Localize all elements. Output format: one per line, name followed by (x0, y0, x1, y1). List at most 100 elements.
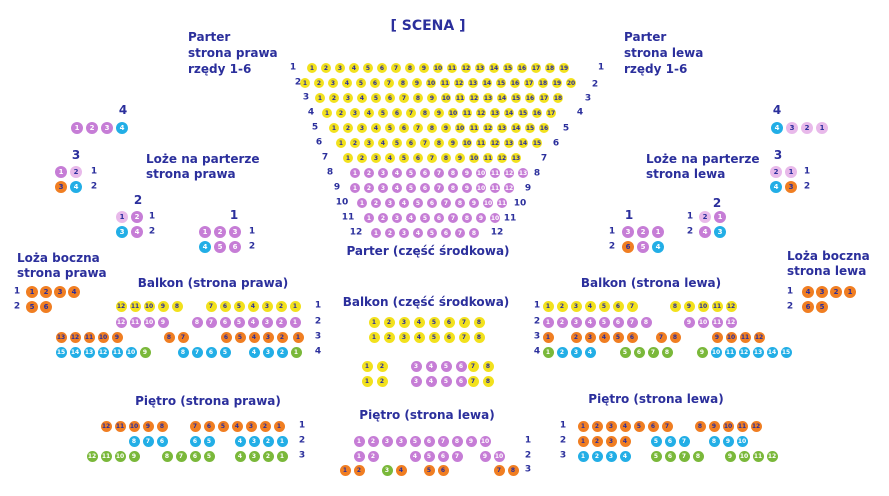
seat-parter-row-11-4[interactable]: 4 (406, 213, 416, 223)
seat-parter-row-4-16[interactable]: 16 (532, 108, 542, 118)
seat-parter-row-10-9[interactable]: 9 (469, 198, 479, 208)
seat-parter-row-5-10[interactable]: 10 (455, 123, 465, 133)
seat-balkon-left-r3c-7[interactable]: 7 (655, 331, 667, 343)
seat-parter-row-3-4[interactable]: 4 (357, 93, 367, 103)
seat-parter-row-9-7[interactable]: 7 (434, 183, 444, 193)
seat-balkon-right-r1a-11[interactable]: 11 (129, 300, 141, 312)
seat-parter-row-2-4[interactable]: 4 (342, 78, 352, 88)
seat-pietro-right-r1b-5[interactable]: 5 (217, 420, 229, 432)
seat-balkon-right-r3a-9[interactable]: 9 (111, 331, 123, 343)
seat-parter-row-7-10[interactable]: 10 (469, 153, 479, 163)
seat-parter-row-2-10[interactable]: 10 (426, 78, 436, 88)
seat-balkon-right-r1a-9[interactable]: 9 (157, 300, 169, 312)
seat-balkon-right-r2b-1[interactable]: 1 (289, 316, 301, 328)
seat-parter-row-1-17[interactable]: 17 (531, 63, 541, 73)
seat-pietro-center-r1-3[interactable]: 3 (395, 435, 407, 447)
seat-balkon-center-r1-3[interactable]: 3 (398, 316, 410, 328)
seat-box-right-2a-1[interactable]: 1 (116, 211, 128, 223)
seat-parter-row-7-3[interactable]: 3 (371, 153, 381, 163)
seat-pietro-center-r3c-5[interactable]: 5 (423, 464, 435, 476)
seat-parter-row-10-11[interactable]: 11 (497, 198, 507, 208)
seat-balkon-center-r4b-3[interactable]: 3 (410, 375, 422, 387)
seat-pietro-right-r1a-9[interactable]: 9 (142, 420, 154, 432)
seat-balkon-right-r3a-13[interactable]: 13 (55, 331, 67, 343)
seat-pietro-left-r3b-7[interactable]: 7 (678, 450, 690, 462)
seat-box-right-3b-4[interactable]: 4 (70, 181, 82, 193)
seat-parter-row-5-13[interactable]: 13 (497, 123, 507, 133)
seat-balkon-left-r1b-11[interactable]: 11 (711, 300, 723, 312)
seat-pietro-right-r2c-1[interactable]: 1 (276, 435, 288, 447)
seat-parter-row-12-2[interactable]: 2 (385, 228, 395, 238)
seat-balkon-center-r2-4[interactable]: 4 (413, 331, 425, 343)
seat-box-right-1a-3[interactable]: 3 (229, 226, 241, 238)
seat-balkon-right-r3c-5[interactable]: 5 (234, 331, 246, 343)
seat-parter-row-2-15[interactable]: 15 (496, 78, 506, 88)
seat-box-left-1b-4[interactable]: 4 (652, 241, 664, 253)
seat-pietro-left-r2c-9[interactable]: 9 (722, 435, 734, 447)
seat-balkon-left-r3b-3[interactable]: 3 (584, 331, 596, 343)
seat-balkon-right-r4c-1[interactable]: 1 (290, 346, 302, 358)
seat-parter-row-2-9[interactable]: 9 (412, 78, 422, 88)
seat-parter-row-4-14[interactable]: 14 (504, 108, 514, 118)
seat-parter-row-8-11[interactable]: 11 (490, 168, 500, 178)
seat-balkon-right-r4c-2[interactable]: 2 (276, 346, 288, 358)
seat-balkon-center-r3c-8[interactable]: 8 (482, 360, 494, 372)
seat-pietro-left-r2b-6[interactable]: 6 (664, 435, 676, 447)
seat-parter-row-1-16[interactable]: 16 (517, 63, 527, 73)
seat-parter-row-10-2[interactable]: 2 (371, 198, 381, 208)
seat-parter-row-1-2[interactable]: 2 (321, 63, 331, 73)
seat-balkon-left-r4b-7[interactable]: 7 (647, 346, 659, 358)
seat-balkon-right-r2a-10[interactable]: 10 (143, 316, 155, 328)
seat-parter-row-11-2[interactable]: 2 (378, 213, 388, 223)
seat-pietro-left-r1b-8[interactable]: 8 (694, 420, 706, 432)
seat-balkon-right-r2a-12[interactable]: 12 (115, 316, 127, 328)
seat-pietro-left-r2c-10[interactable]: 10 (736, 435, 748, 447)
seat-parter-row-4-2[interactable]: 2 (336, 108, 346, 118)
seat-balkon-center-r2-8[interactable]: 8 (473, 331, 485, 343)
seat-pietro-right-r3b-5[interactable]: 5 (203, 450, 215, 462)
seat-balkon-center-r1-7[interactable]: 7 (458, 316, 470, 328)
seat-parter-row-6-10[interactable]: 10 (462, 138, 472, 148)
seat-parter-row-1-4[interactable]: 4 (349, 63, 359, 73)
seat-box-left-1a-2[interactable]: 2 (637, 226, 649, 238)
seat-balkon-right-r2b-8[interactable]: 8 (191, 316, 203, 328)
seat-parter-row-7-5[interactable]: 5 (399, 153, 409, 163)
seat-parter-row-1-6[interactable]: 6 (377, 63, 387, 73)
seat-balkon-left-r4c-10[interactable]: 10 (710, 346, 722, 358)
seat-parter-row-9-2[interactable]: 2 (364, 183, 374, 193)
seat-pietro-left-r2c-8[interactable]: 8 (708, 435, 720, 447)
seat-parter-row-5-7[interactable]: 7 (413, 123, 423, 133)
seat-side-box-right-1-3[interactable]: 3 (54, 286, 66, 298)
seat-balkon-right-r3a-12[interactable]: 12 (69, 331, 81, 343)
seat-box-right-4-4[interactable]: 4 (116, 122, 128, 134)
seat-pietro-right-r1b-7[interactable]: 7 (189, 420, 201, 432)
seat-parter-row-6-4[interactable]: 4 (378, 138, 388, 148)
seat-balkon-left-r1b-10[interactable]: 10 (697, 300, 709, 312)
seat-balkon-right-r4a-13[interactable]: 13 (83, 346, 95, 358)
seat-balkon-left-r4b-5[interactable]: 5 (619, 346, 631, 358)
seat-parter-row-1-12[interactable]: 12 (461, 63, 471, 73)
seat-side-box-left-1-3[interactable]: 3 (816, 286, 828, 298)
seat-pietro-right-r1a-8[interactable]: 8 (156, 420, 168, 432)
seat-parter-row-1-10[interactable]: 10 (433, 63, 443, 73)
seat-balkon-right-r3c-6[interactable]: 6 (220, 331, 232, 343)
seat-parter-row-3-16[interactable]: 16 (525, 93, 535, 103)
seat-parter-row-9-8[interactable]: 8 (448, 183, 458, 193)
seat-balkon-left-r2a-1[interactable]: 1 (542, 316, 554, 328)
seat-balkon-right-r1b-2[interactable]: 2 (275, 300, 287, 312)
seat-parter-row-2-2[interactable]: 2 (314, 78, 324, 88)
seat-box-right-2b-3[interactable]: 3 (116, 226, 128, 238)
seat-pietro-center-r2b-6[interactable]: 6 (437, 450, 449, 462)
seat-balkon-right-r2b-5[interactable]: 5 (233, 316, 245, 328)
seat-balkon-center-r2-5[interactable]: 5 (428, 331, 440, 343)
seat-parter-row-7-2[interactable]: 2 (357, 153, 367, 163)
seat-parter-row-2-7[interactable]: 7 (384, 78, 394, 88)
seat-pietro-left-r1a-2[interactable]: 2 (591, 420, 603, 432)
seat-parter-row-4-1[interactable]: 1 (322, 108, 332, 118)
seat-parter-row-5-6[interactable]: 6 (399, 123, 409, 133)
seat-pietro-center-r3b-4[interactable]: 4 (395, 464, 407, 476)
seat-balkon-center-r3b-3[interactable]: 3 (410, 360, 422, 372)
seat-parter-row-3-11[interactable]: 11 (455, 93, 465, 103)
seat-pietro-right-r3b-8[interactable]: 8 (161, 450, 173, 462)
seat-side-box-right-2-6[interactable]: 6 (40, 301, 52, 313)
